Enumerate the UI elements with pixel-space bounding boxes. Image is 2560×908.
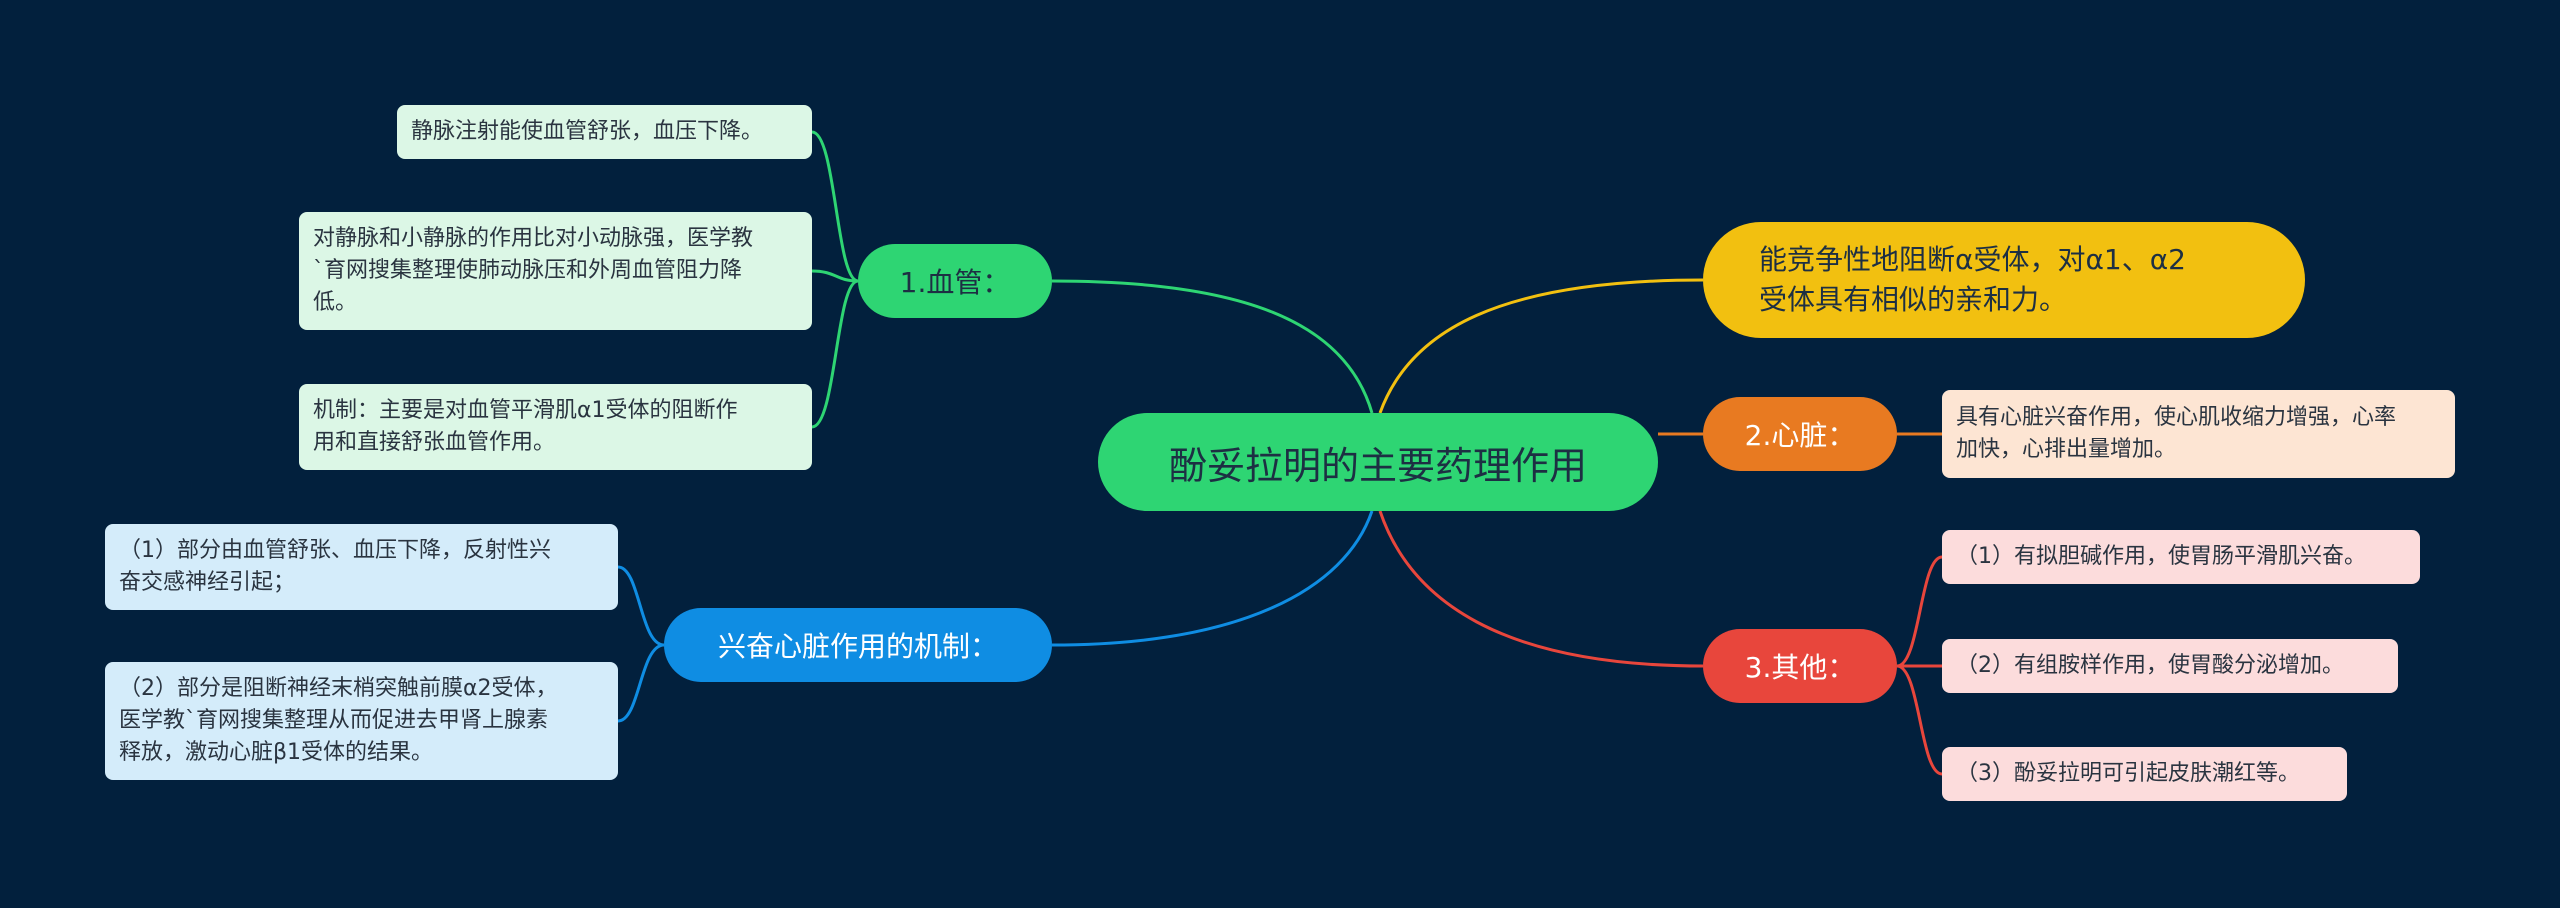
branch-alpha-receptor[interactable]: 能竞争性地阻断α受体，对α1、α2 受体具有相似的亲和力。 (1703, 222, 2305, 338)
other-leaf-2-text: （2）有组胺样作用，使胃酸分泌增加。 (1956, 653, 2344, 678)
vessel-leaf-1-text: 静脉注射能使血管舒张，血压下降。 (411, 119, 764, 144)
connector-center-vessel (1051, 279, 1374, 414)
branch-heart-label: 2.心脏： (1744, 419, 1856, 452)
excite-leaf-1-text: （1）部分由血管舒张、血压下降，反射性兴 奋交感神经引起； (119, 538, 551, 595)
branch-vessel-label: 1.血管： (899, 266, 1011, 299)
vessel-leaf-2-text: 对静脉和小静脉的作用比对小动脉强，医学教 `育网搜集整理使肺动脉压和外周血管阻力… (313, 226, 754, 315)
excite-leaf-2-text: （2）部分是阻断神经末梢突触前膜α2受体， 医学教`育网搜集整理从而促进去甲肾上… (119, 676, 558, 765)
central-topic[interactable]: 酚妥拉明的主要药理作用 (1098, 413, 1658, 511)
connector-excite-1 (617, 565, 665, 647)
central-topic-label: 酚妥拉明的主要药理作用 (1168, 443, 1587, 488)
connector-other-1 (1896, 555, 1943, 668)
excite-leaf-1[interactable]: （1）部分由血管舒张、血压下降，反射性兴 奋交感神经引起； (105, 524, 618, 610)
connector-vessel-2 (811, 269, 859, 283)
vessel-leaf-2[interactable]: 对静脉和小静脉的作用比对小动脉强，医学教 `育网搜集整理使肺动脉压和外周血管阻力… (299, 212, 812, 330)
vessel-leaf-3[interactable]: 机制：主要是对血管平滑肌α1受体的阻断作 用和直接舒张血管作用。 (299, 384, 812, 470)
branch-excite-mechanism[interactable]: 兴奋心脏作用的机制： (664, 608, 1052, 682)
other-leaf-1[interactable]: （1）有拟胆碱作用，使胃肠平滑肌兴奋。 (1942, 530, 2420, 584)
vessel-leaf-3-text: 机制：主要是对血管平滑肌α1受体的阻断作 用和直接舒张血管作用。 (313, 398, 738, 455)
heart-leaf-1[interactable]: 具有心脏兴奋作用，使心肌收缩力增强，心率 加快，心排出量增加。 (1942, 390, 2455, 478)
excite-leaf-2[interactable]: （2）部分是阻断神经末梢突触前膜α2受体， 医学教`育网搜集整理从而促进去甲肾上… (105, 662, 618, 780)
connector-vessel-1 (811, 130, 859, 283)
connector-center-other (1378, 510, 1704, 668)
branch-alpha-label: 能竞争性地阻断α受体，对α1、α2 受体具有相似的亲和力。 (1759, 243, 2187, 316)
connector-excite-2 (617, 643, 665, 723)
other-leaf-3-text: （3）酚妥拉明可引起皮肤潮红等。 (1956, 761, 2300, 786)
connector-other-3 (1896, 664, 1943, 776)
other-leaf-2[interactable]: （2）有组胺样作用，使胃酸分泌增加。 (1942, 639, 2398, 693)
other-leaf-3[interactable]: （3）酚妥拉明可引起皮肤潮红等。 (1942, 747, 2347, 801)
branch-other[interactable]: 3.其他： (1703, 629, 1897, 703)
connector-center-alpha (1378, 278, 1704, 414)
other-leaf-1-text: （1）有拟胆碱作用，使胃肠平滑肌兴奋。 (1956, 544, 2366, 569)
connector-vessel-3 (811, 279, 859, 429)
vessel-leaf-1[interactable]: 静脉注射能使血管舒张，血压下降。 (397, 105, 812, 159)
branch-other-label: 3.其他： (1744, 651, 1856, 684)
connector-center-excite (1051, 510, 1374, 647)
branch-excite-label: 兴奋心脏作用的机制： (717, 630, 998, 663)
heart-leaf-1-text: 具有心脏兴奋作用，使心肌收缩力增强，心率 加快，心排出量增加。 (1956, 405, 2397, 462)
branch-heart[interactable]: 2.心脏： (1703, 397, 1897, 471)
branch-vessel[interactable]: 1.血管： (858, 244, 1052, 318)
